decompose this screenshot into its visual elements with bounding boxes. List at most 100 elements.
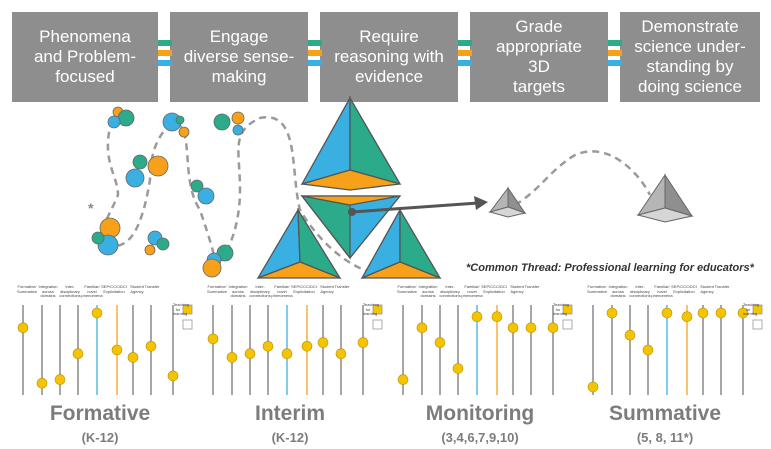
column-label: Formative/ Summative xyxy=(206,284,227,294)
slider-knob xyxy=(72,348,84,360)
box-connector-stripe xyxy=(308,50,322,56)
slider-knob xyxy=(397,374,409,385)
slider-knob xyxy=(281,348,293,360)
column-label: Familiar/ novel phenomena xyxy=(271,284,293,298)
growth-path-line xyxy=(514,150,652,207)
column-label: Student Agency xyxy=(700,284,714,294)
slider-knob xyxy=(587,381,599,393)
purpose-panel-summative xyxy=(587,304,763,395)
arrow-head xyxy=(474,196,488,210)
column-label: Familiar/ novel phenomena xyxy=(461,284,483,298)
box-connector-stripe xyxy=(458,50,472,56)
column-label: Transfer xyxy=(524,284,540,289)
slider-knob xyxy=(262,340,274,352)
legend-side-text: Teaching for learning xyxy=(173,302,190,316)
slider-knob xyxy=(642,344,654,356)
slider-knob xyxy=(54,374,66,385)
slider-knob xyxy=(681,311,693,323)
slider-knob xyxy=(127,352,139,363)
legend-side-text: Teaching for learning xyxy=(363,302,380,316)
sense-making-bubble xyxy=(190,179,204,193)
column-label: Student Agency xyxy=(130,284,144,294)
grey-pyramid-large xyxy=(636,173,694,223)
common-thread-note: *Common Thread: Professional learning fo… xyxy=(466,262,754,274)
slider-knob xyxy=(317,337,329,348)
legend-yellow-box xyxy=(562,304,573,315)
legend-yellow-box xyxy=(372,304,383,315)
sense-making-bubble xyxy=(132,154,148,170)
column-label: Integration across domains xyxy=(38,284,58,298)
column-label: SEP/CCC/DCI Explicitation xyxy=(481,284,507,294)
grey-pyramid-small xyxy=(488,186,527,218)
column-label: Formative/ Summative xyxy=(586,284,607,294)
slider-knob xyxy=(244,348,256,360)
sense-making-bubble xyxy=(175,115,185,125)
sense-making-bubble xyxy=(156,237,170,251)
box-connector-stripe xyxy=(608,50,622,56)
arrow-origin xyxy=(348,208,356,216)
column-label: Student Agency xyxy=(510,284,524,294)
slider-knob xyxy=(434,337,446,348)
box-connector-stripe xyxy=(308,40,322,46)
purpose-sub-formative: (K-12) xyxy=(81,430,119,445)
column-label: SEP/CCC/DCI Explicitation xyxy=(671,284,697,294)
purpose-sub-interim: (K-12) xyxy=(271,430,309,445)
sense-making-bubble xyxy=(147,155,169,177)
column-label: Transfer xyxy=(144,284,160,289)
slider-knob xyxy=(452,363,464,374)
purpose-panel-formative xyxy=(17,304,193,395)
column-label: Transfer xyxy=(714,284,730,289)
column-label: Inter- disciplinary connections xyxy=(249,284,271,298)
sense-making-bubble xyxy=(117,109,135,127)
box-connector-stripe xyxy=(458,40,472,46)
slider-knob xyxy=(145,340,157,352)
principle-box-4: Grade appropriate 3D targets xyxy=(470,12,608,102)
legend-yellow-box xyxy=(182,304,193,315)
column-label: Inter- disciplinary connections xyxy=(439,284,461,298)
slider-knob xyxy=(167,370,179,382)
box-connector-stripe xyxy=(308,60,322,66)
slider-knob xyxy=(335,348,347,360)
sense-making-bubble xyxy=(232,124,244,136)
column-label: Student Agency xyxy=(320,284,334,294)
purpose-title-formative: Formative xyxy=(49,402,151,425)
slider-knob xyxy=(357,337,369,348)
sense-making-bubble xyxy=(144,244,156,256)
pyramid-bottom-left xyxy=(256,207,342,280)
column-label: Transfer xyxy=(334,284,350,289)
column-label: Inter- disciplinary connections xyxy=(59,284,81,298)
principle-box-5: Demonstrate science under- standing by d… xyxy=(620,12,760,102)
purpose-title-monitoring: Monitoring xyxy=(425,402,535,425)
legend-empty-box xyxy=(752,319,763,330)
slider-knob xyxy=(606,307,618,319)
column-label: Familiar/ novel phenomena xyxy=(81,284,103,298)
box-connector-stripe xyxy=(608,40,622,46)
slider-knob xyxy=(471,311,483,323)
column-label: Formative/ Summative xyxy=(16,284,37,294)
slider-knob xyxy=(525,322,537,334)
column-label: SEP/CCC/DCI Explicitation xyxy=(101,284,127,294)
principle-box-2: Engage diverse sense- making xyxy=(170,12,308,102)
column-label: Integration across domains xyxy=(228,284,248,298)
sense-making-bubble xyxy=(231,111,245,125)
sense-making-bubble xyxy=(202,258,222,278)
column-label: Familiar/ novel phenomena xyxy=(651,284,673,298)
sense-making-bubble xyxy=(91,231,105,245)
column-label: Formative/ Summative xyxy=(396,284,417,294)
purpose-panel-interim xyxy=(207,304,383,395)
pyramid-top xyxy=(300,95,402,191)
purpose-title-summative: Summative xyxy=(608,402,722,425)
slider-knob xyxy=(507,322,519,334)
slider-knob xyxy=(547,322,559,334)
column-label: Integration across domains xyxy=(608,284,628,298)
asterisk-mark: * xyxy=(88,200,94,216)
legend-empty-box xyxy=(372,319,383,330)
legend-side-text: Teaching for learning xyxy=(743,302,760,316)
slider-knob xyxy=(661,307,673,319)
box-connector-stripe xyxy=(158,40,172,46)
legend-side-text: Teaching for learning xyxy=(553,302,570,316)
sense-making-bubble xyxy=(178,126,190,138)
column-label: Integration across domains xyxy=(418,284,438,298)
slider-knob xyxy=(301,340,313,352)
